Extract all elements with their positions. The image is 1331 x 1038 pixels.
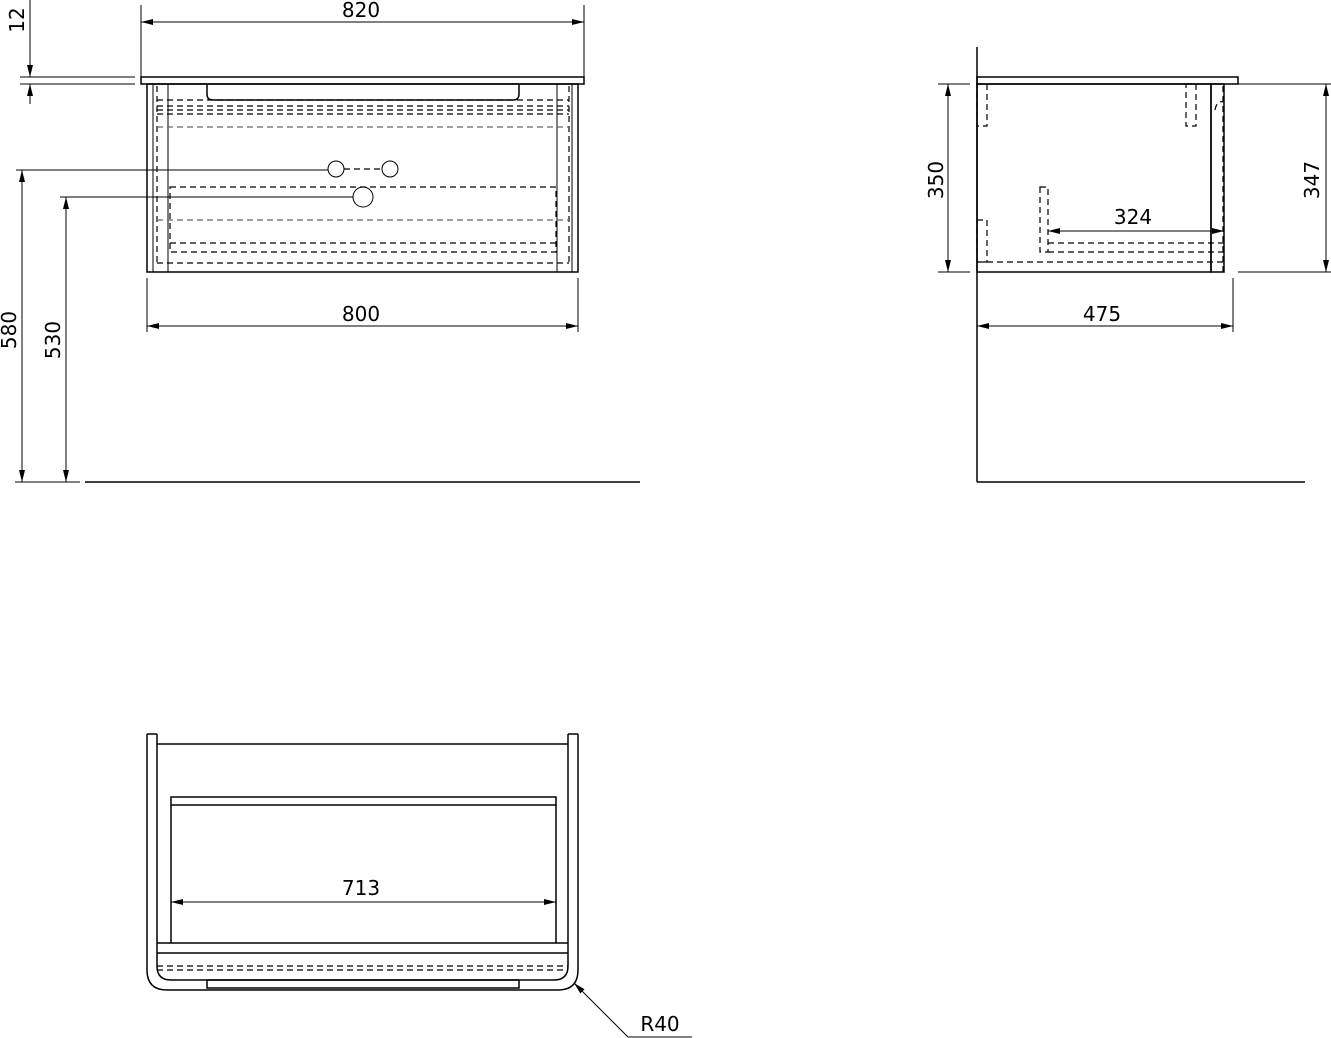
tap-hole: [327, 160, 345, 178]
dim-713: 713: [342, 876, 380, 900]
dim-r40: R40: [640, 1012, 679, 1036]
dim-475: 475: [1083, 302, 1121, 326]
dim-347: 347: [1300, 161, 1324, 199]
dim-530: 530: [41, 321, 65, 359]
countertop: [140, 76, 585, 85]
plan-view: 713 R40: [146, 733, 692, 1038]
door-profile: [1210, 83, 1225, 273]
dim-580: 580: [0, 311, 21, 349]
dim-820: 820: [342, 0, 380, 22]
tap-hole: [381, 160, 399, 178]
cabinet-body: [146, 83, 579, 273]
drain-hole: [352, 186, 374, 208]
basin-outline: [206, 84, 520, 101]
dim-800: 800: [342, 302, 380, 326]
dim-350: 350: [924, 161, 948, 199]
drawer-front: [170, 796, 557, 806]
side-view: 350 347 475 324: [924, 47, 1331, 483]
front-view: 820 800 12 580 530: [0, 0, 640, 483]
dim-12: 12: [5, 7, 29, 32]
dim-324: 324: [1114, 205, 1152, 229]
cabinet-outline: [146, 734, 579, 991]
